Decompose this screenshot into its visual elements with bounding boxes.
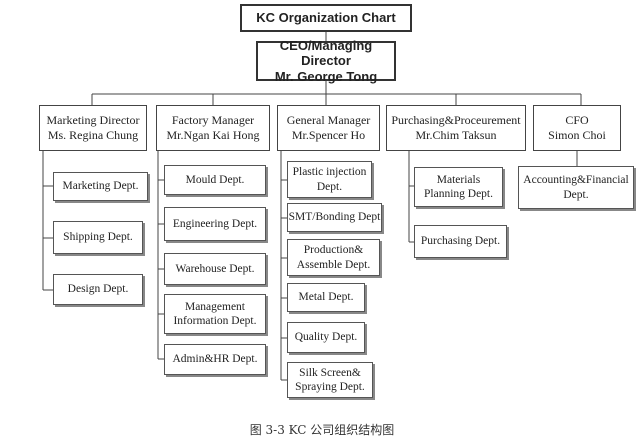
chart-title: KC Organization Chart — [240, 4, 412, 32]
dept-purchasing: Purchasing Dept. — [414, 225, 507, 258]
head-role: Factory Manager — [171, 113, 255, 127]
head-name: Simon Choi — [548, 128, 606, 142]
dept-label: Accounting&Financial Dept. — [523, 174, 629, 201]
dept-label: Production& Assemble Dept. — [296, 244, 371, 271]
head-role: Marketing Director — [46, 113, 140, 127]
dept-plastic-injection: Plastic injection Dept. — [287, 161, 372, 198]
dept-label: Quality Dept. — [294, 331, 358, 344]
head-name: Mr.Spencer Ho — [291, 128, 366, 142]
dept-management-information: Management Information Dept. — [164, 294, 266, 334]
dept-label: Management Information Dept. — [173, 300, 257, 327]
dept-label: Materials Planning Dept. — [424, 173, 493, 200]
dept-label: Plastic injection Dept. — [292, 166, 367, 193]
ceo-role: CEO/Managing Director — [279, 37, 373, 69]
dept-label: Design Dept. — [67, 283, 129, 296]
dept-production-assemble: Production& Assemble Dept. — [287, 239, 380, 276]
dept-label: Mould Dept. — [185, 173, 245, 186]
head-cfo: CFO Simon Choi — [533, 105, 621, 151]
dept-label: Admin&HR Dept. — [172, 353, 258, 366]
dept-label: Metal Dept. — [298, 291, 354, 304]
head-factory-manager: Factory Manager Mr.Ngan Kai Hong — [156, 105, 270, 151]
head-name: Mr.Chim Taksun — [415, 128, 497, 142]
dept-marketing: Marketing Dept. — [53, 172, 148, 201]
dept-label: Purchasing Dept. — [420, 235, 501, 248]
ceo-name: Mr. George Tong — [274, 68, 378, 84]
dept-silk-screen-spraying: Silk Screen& Spraying Dept. — [287, 362, 373, 398]
dept-admin-hr: Admin&HR Dept. — [164, 344, 266, 375]
head-name: Ms. Regina Chung — [47, 128, 139, 142]
head-role: CFO — [565, 113, 589, 127]
dept-label: SMT/Bonding Dept — [288, 211, 381, 224]
head-role: Purchasing&Proceurement — [391, 113, 521, 127]
dept-shipping: Shipping Dept. — [53, 221, 143, 254]
head-name: Mr.Ngan Kai Hong — [166, 128, 260, 142]
dept-label: Silk Screen& Spraying Dept. — [295, 366, 365, 393]
dept-design: Design Dept. — [53, 274, 143, 305]
head-general-manager: General Manager Mr.Spencer Ho — [277, 105, 380, 151]
dept-quality: Quality Dept. — [287, 322, 365, 353]
dept-label: Marketing Dept. — [62, 180, 139, 193]
head-role: General Manager — [286, 113, 371, 127]
dept-warehouse: Warehouse Dept. — [164, 253, 266, 285]
ceo-box: CEO/Managing Director Mr. George Tong — [256, 37, 396, 84]
dept-metal: Metal Dept. — [287, 283, 365, 312]
dept-engineering: Engineering Dept. — [164, 207, 266, 241]
dept-smt-bonding: SMT/Bonding Dept — [287, 203, 382, 232]
figure-caption: 图 3-3 KC 公司组织结构图 — [249, 423, 395, 437]
chart-title-text: KC Organization Chart — [256, 9, 396, 25]
dept-accounting-financial: Accounting&Financial Dept. — [518, 166, 634, 209]
head-marketing-director: Marketing Director Ms. Regina Chung — [39, 105, 147, 151]
dept-materials-planning: Materials Planning Dept. — [414, 167, 503, 207]
dept-mould: Mould Dept. — [164, 165, 266, 195]
dept-label: Warehouse Dept. — [175, 262, 255, 275]
dept-label: Engineering Dept. — [172, 217, 258, 230]
dept-label: Shipping Dept. — [63, 231, 133, 244]
head-purchasing-procurement: Purchasing&Proceurement Mr.Chim Taksun — [386, 105, 526, 151]
